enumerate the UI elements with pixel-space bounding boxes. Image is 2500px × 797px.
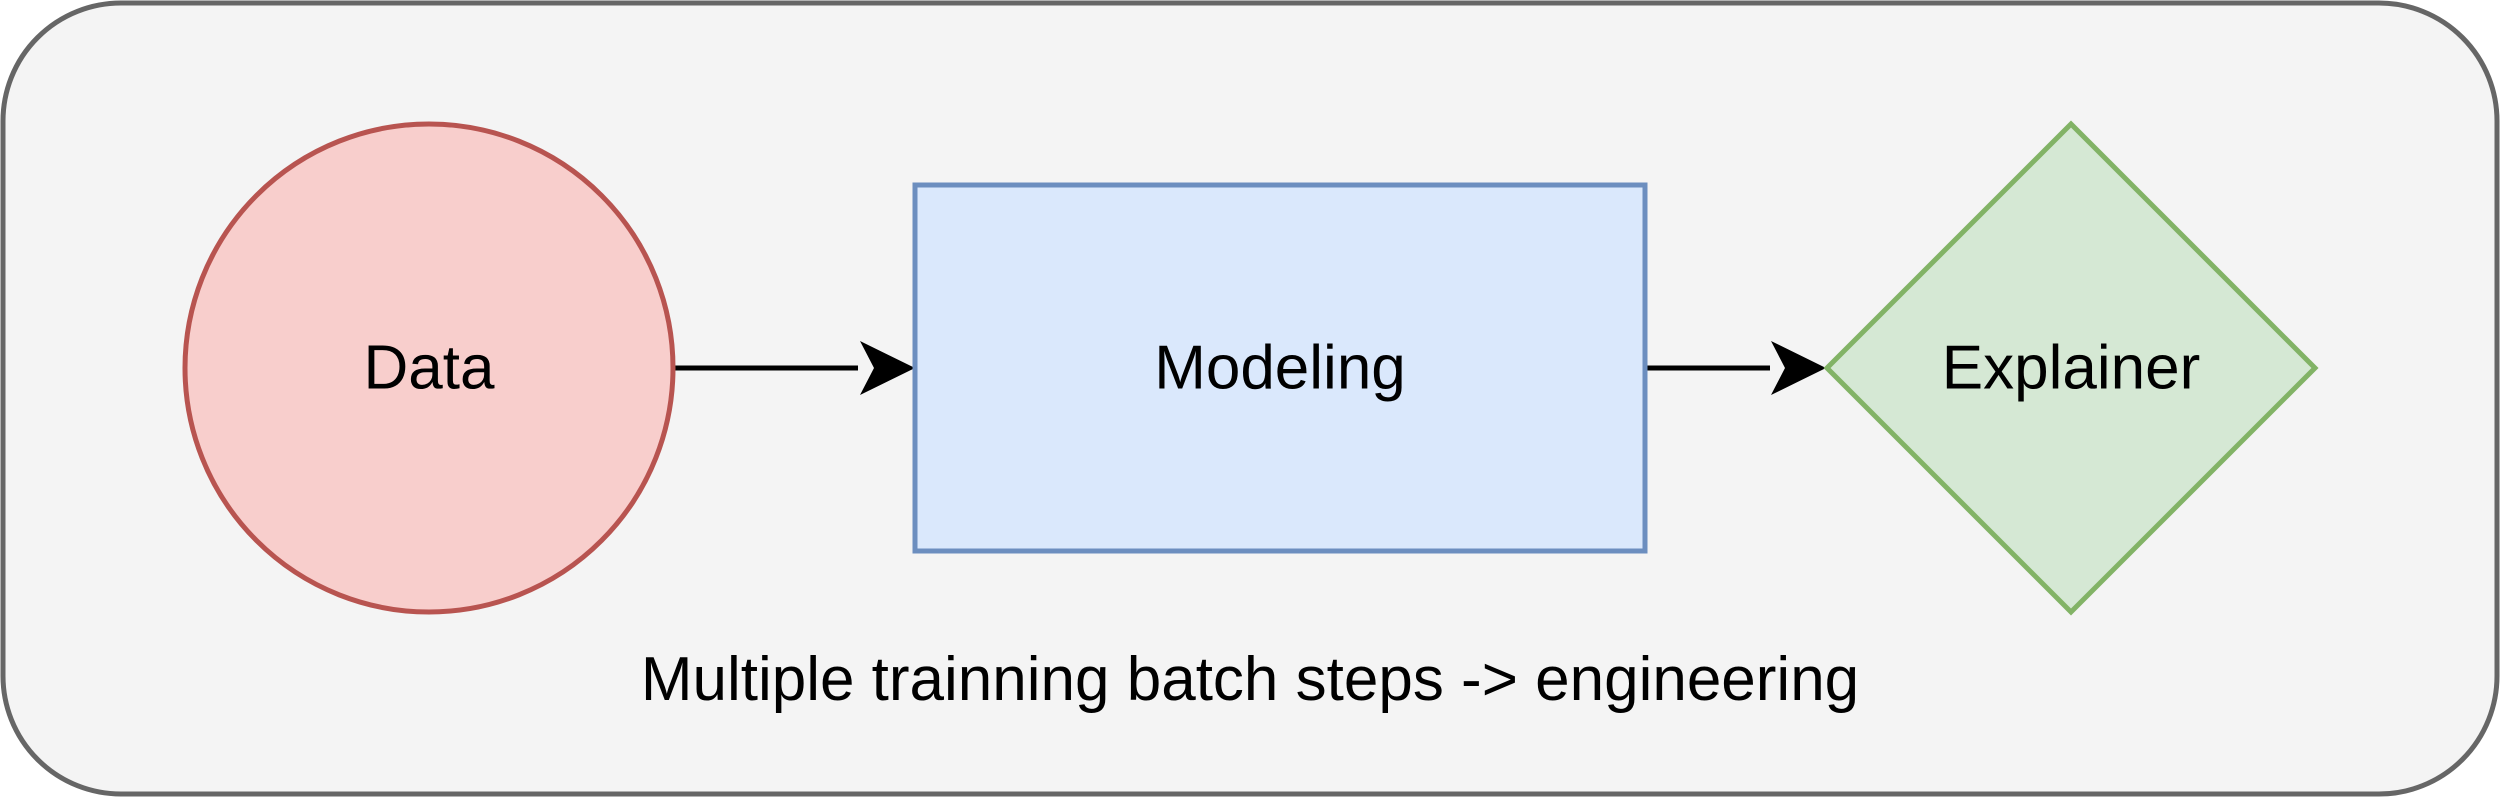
explainer-diamond[interactable] (1823, 120, 2319, 616)
data-circle[interactable] (182, 121, 676, 615)
diagram-caption: Multiple trainning batch steps -> engine… (641, 645, 1859, 714)
node-modeling[interactable]: Modeling (912, 182, 1648, 554)
arrowhead-data-to-modeling (860, 341, 915, 395)
node-modeling-label: Modeling (1154, 334, 1406, 403)
arrowhead-modeling-to-explainer (1771, 341, 1826, 395)
node-data-label: Data (364, 334, 495, 403)
modeling-rectangle[interactable] (912, 182, 1648, 554)
connector-data-to-modeling (673, 341, 915, 395)
node-explainer-label: Explainer (1942, 334, 2200, 403)
node-explainer[interactable]: Explainer (1823, 120, 2319, 616)
node-data[interactable]: Data (182, 121, 676, 615)
connector-modeling-to-explainer (1645, 341, 1826, 395)
